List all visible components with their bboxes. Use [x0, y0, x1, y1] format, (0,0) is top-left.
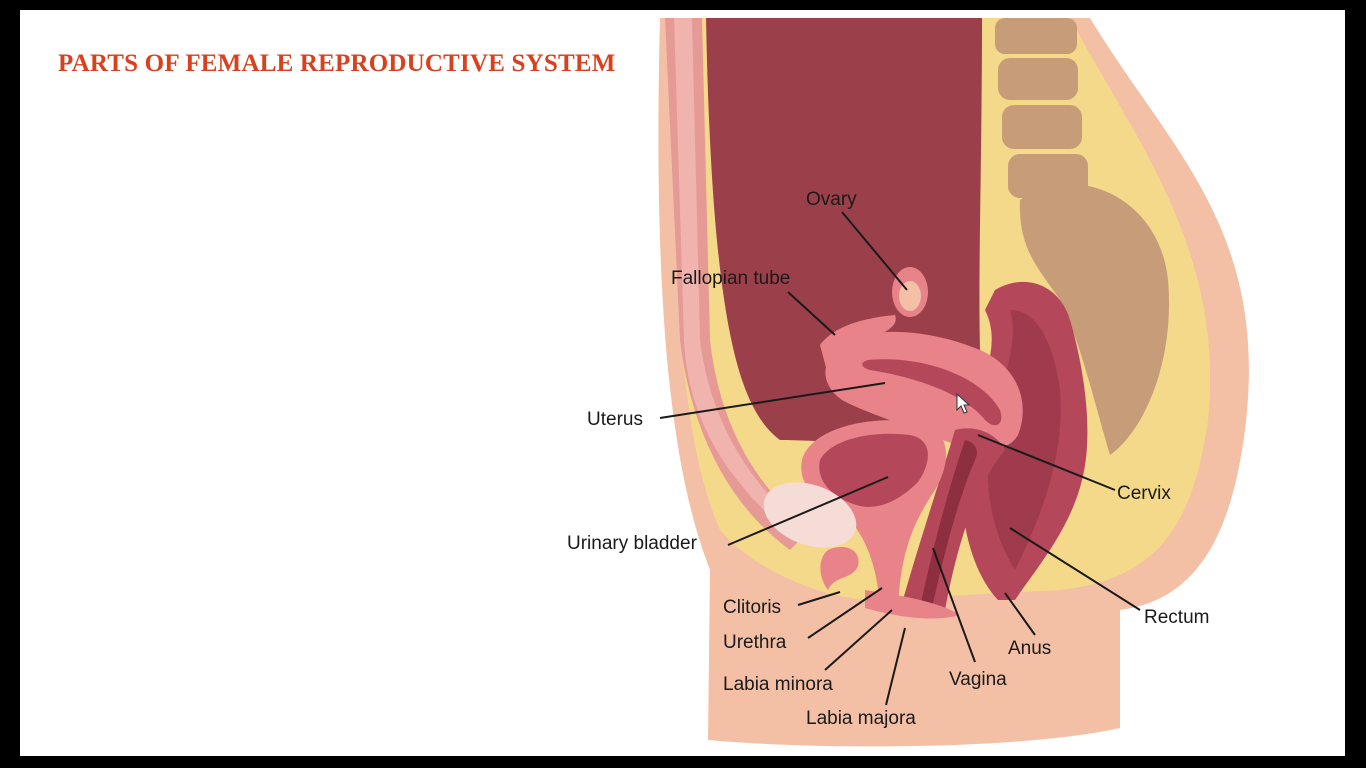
label-urethra: Urethra — [723, 632, 787, 653]
leader-labia-minora — [824, 609, 893, 671]
leader-urethra — [807, 587, 883, 639]
leader-labia-majora — [885, 627, 906, 706]
mouse-pointer-icon — [956, 392, 971, 414]
fallopian-tube-organ — [820, 315, 896, 375]
spine — [995, 18, 1088, 198]
label-anus: Anus — [1008, 638, 1051, 659]
leader-uterus — [659, 382, 886, 419]
leader-rectum — [1009, 527, 1141, 611]
urinary-bladder-inner — [819, 433, 928, 507]
abdominal-cavity — [706, 18, 1016, 442]
slide: PARTS OF FEMALE REPRODUCTIVE SYSTEM — [20, 10, 1345, 756]
label-clitoris: Clitoris — [723, 597, 781, 618]
leader-ovary — [841, 211, 908, 291]
label-labia-majora: Labia majora — [806, 708, 916, 729]
label-rectum: Rectum — [1144, 607, 1209, 628]
label-urinary-bladder: Urinary bladder — [567, 533, 698, 554]
pubic-bone — [763, 482, 857, 548]
label-vagina: Vagina — [949, 669, 1007, 690]
abdominal-wall-inner — [674, 18, 795, 530]
sacrum — [1019, 184, 1170, 455]
labia-organ — [865, 590, 960, 619]
label-cervix: Cervix — [1117, 483, 1171, 504]
leader-anus — [1004, 592, 1036, 636]
leader-lines — [659, 211, 1141, 706]
vagina-lumen — [920, 440, 977, 608]
leader-vagina — [932, 547, 976, 663]
anatomy-diagram: Ovary Fallopian tube Uterus Cervix Urina… — [567, 18, 1249, 747]
uterus-cavity — [862, 359, 1002, 426]
leader-urinary-bladder — [727, 476, 889, 546]
clitoris-organ — [820, 546, 859, 590]
label-labia-minora: Labia minora — [723, 674, 833, 695]
label-ovary: Ovary — [806, 189, 857, 210]
leader-fallopian-tube — [787, 291, 836, 336]
leader-cervix — [977, 434, 1116, 491]
label-fallopian-tube: Fallopian tube — [671, 268, 790, 289]
leader-clitoris — [797, 591, 841, 606]
slide-title: PARTS OF FEMALE REPRODUCTIVE SYSTEM — [58, 50, 616, 77]
label-uterus: Uterus — [587, 409, 643, 430]
